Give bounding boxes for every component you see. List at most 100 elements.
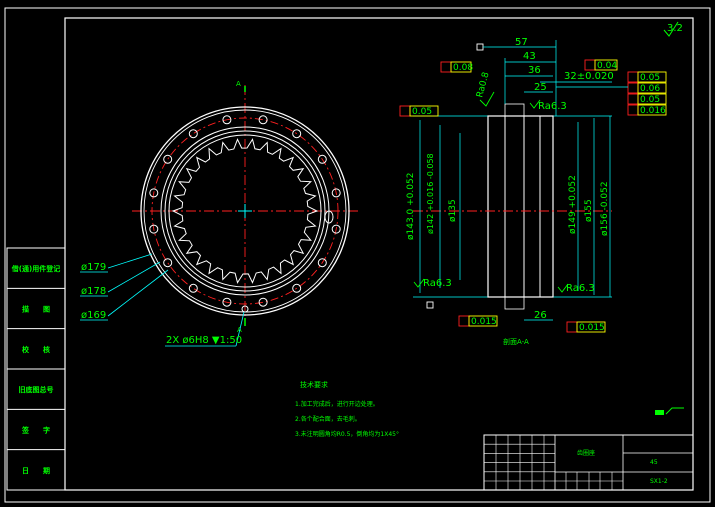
fcf-top-left-value: 0.08 — [453, 63, 473, 73]
dim-43: 43 — [523, 51, 536, 62]
bolt-hole — [317, 258, 327, 268]
datum-box-bottom — [426, 301, 434, 309]
dim-36: 36 — [528, 65, 541, 76]
tech-note-3: 3.未注明圆角均R0.5，倒角均为1X45° — [295, 430, 399, 438]
sheet-border — [4, 7, 711, 503]
fcf-top-right: 0.04 — [584, 59, 618, 71]
general-roughness-mark — [655, 407, 684, 415]
internal-gear-teeth — [171, 138, 319, 284]
roughness-ra63-left: Ra6.3 — [423, 278, 452, 289]
fcf-top-left: 0.08 — [440, 61, 473, 73]
dim-phi-142: ø142 +0.016 -0.058 — [426, 153, 435, 234]
title-material: 45 — [650, 459, 658, 466]
roughness-symbol-3 — [413, 278, 425, 288]
bolt-hole — [258, 115, 268, 125]
fcf-right-stack: 0.050.060.050.016 — [627, 71, 667, 116]
section-label: 剖面A-A — [503, 337, 529, 346]
bolt-hole — [163, 258, 173, 268]
stamp-row-label: 日 期 — [22, 466, 50, 475]
dim-32: 32±0.020 — [564, 71, 614, 82]
tech-notes: 技术要求 1.加工完成后，进行开边处理。 2.各个配合面，去毛刺。 3.未注明圆… — [295, 380, 399, 438]
leader-169 — [107, 269, 169, 317]
outer-circle — [140, 106, 350, 316]
bolt-hole — [292, 283, 302, 293]
fcf-bottom-right-value: 0.015 — [579, 323, 605, 333]
stamp-row-label: 描 图 — [22, 305, 50, 314]
section-view: ø143.0 +0.052 ø142 +0.016 -0.058 ø135 ø1… — [399, 37, 667, 346]
stamp-row-label: 签 字 — [21, 426, 50, 435]
fcf-bottom-left-value: 0.015 — [471, 317, 497, 327]
dim-phi-143: ø143.0 +0.052 — [406, 173, 416, 240]
fcf-mid-left: 0.05 — [399, 105, 439, 117]
ring-body-outline — [487, 115, 554, 298]
fcf-right-value: 0.06 — [640, 84, 660, 94]
dim-phi-149: ø149 +0.052 — [568, 175, 578, 234]
dim-phi-169: ø169 — [81, 310, 106, 321]
bolt-hole — [331, 188, 341, 198]
dim-26: 26 — [534, 310, 547, 321]
stamp-row-label: 校 核 — [22, 345, 50, 354]
tech-note-2: 2.各个配合面，去毛刺。 — [295, 415, 361, 423]
title-block: 齿圈座 45 SX1-2 — [483, 434, 694, 491]
roughness-symbol-2 — [529, 99, 541, 109]
bolt-hole — [149, 188, 159, 198]
bolt-holes — [149, 115, 341, 307]
fcf-bottom-left: 0.015 — [458, 315, 498, 327]
bolt-hole — [188, 283, 198, 293]
tech-notes-title: 技术要求 — [300, 380, 328, 389]
bolt-hole — [188, 129, 198, 139]
leader-179 — [107, 253, 153, 269]
title-block-grid — [484, 435, 623, 490]
fcf-right-value: 0.05 — [640, 95, 660, 105]
front-view: A A ø179 ø178 ø169 2X ø6H8 ▼1:50 — [80, 80, 358, 347]
fcf-top-right-value: 0.04 — [597, 61, 617, 71]
hole-note: 2X ø6H8 ▼1:50 — [166, 335, 242, 346]
ring-circle-3 — [168, 134, 322, 288]
drawing-frame — [64, 17, 694, 491]
title-drawing-number: SX1-2 — [650, 478, 668, 485]
hatch-top — [504, 103, 525, 117]
roughness-symbol-1 — [479, 91, 495, 107]
title-part-name: 齿圈座 — [577, 449, 595, 457]
tech-note-1: 1.加工完成后，进行开边处理。 — [295, 400, 379, 408]
fcf-right-value: 0.016 — [640, 106, 666, 116]
datum-box-top — [476, 43, 484, 51]
fcf-right-value: 0.05 — [640, 73, 660, 83]
ring-circle-2 — [164, 130, 326, 292]
roughness-ra08: Ra0.8 — [475, 71, 491, 99]
pin-hole-bottom — [241, 305, 249, 313]
bolt-hole — [258, 297, 268, 307]
fcf-mid-left-value: 0.05 — [412, 107, 432, 117]
dim-phi-178: ø178 — [81, 286, 106, 297]
bolt-circle — [151, 117, 339, 305]
dim-25: 25 — [534, 82, 547, 93]
dim-phi-155: ø155 — [584, 199, 594, 222]
hole-note-leader — [235, 311, 245, 347]
roughness-ra63-top: Ra6.3 — [538, 101, 567, 112]
stamp-row-label: 借(通)用件登记 — [11, 264, 60, 273]
dim-phi-135: ø135 — [448, 199, 458, 222]
dim-phi-156: ø156 -0.052 — [600, 181, 610, 236]
pin-hole-right — [324, 210, 334, 224]
stamp-row-label: 旧底图总号 — [19, 385, 54, 394]
section-marker-top: A — [236, 80, 241, 88]
bolt-hole — [222, 297, 232, 307]
bolt-hole — [163, 154, 173, 164]
fcf-bottom-right: 0.015 — [566, 321, 606, 333]
bolt-hole — [222, 115, 232, 125]
hatch-bottom — [504, 296, 525, 310]
bolt-hole — [317, 154, 327, 164]
bolt-hole — [331, 224, 341, 234]
corner-roughness-mark: 3.2 — [663, 21, 683, 37]
dim-57: 57 — [515, 37, 528, 48]
bolt-hole — [149, 224, 159, 234]
leader-178 — [107, 261, 161, 293]
corner-roughness-value: 3.2 — [667, 23, 683, 34]
bolt-hole — [292, 129, 302, 139]
roughness-symbol-4 — [557, 283, 569, 293]
dim-phi-179: ø179 — [81, 262, 106, 273]
roughness-ra63-right: Ra6.3 — [566, 283, 595, 294]
